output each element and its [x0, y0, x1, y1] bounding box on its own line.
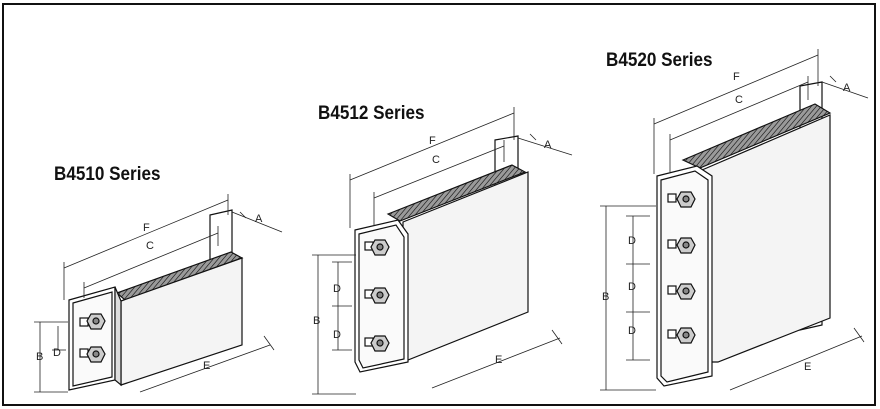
bumper-b4512: [354, 135, 529, 373]
label-e: E: [495, 354, 502, 366]
label-c: C: [735, 94, 743, 106]
ribbed-top: [681, 103, 832, 169]
bolts: [364, 239, 390, 352]
dimensions-b4510: [34, 194, 283, 393]
series-title-b4512: B4512 Series: [318, 103, 425, 124]
bumper-b4520: [656, 81, 832, 387]
dimension-labels-b4512: F C A B D D E: [313, 135, 552, 366]
label-f: F: [143, 222, 150, 234]
label-a: A: [843, 82, 851, 94]
label-f: F: [429, 135, 436, 147]
label-d1: D: [333, 283, 341, 295]
label-b: B: [36, 351, 43, 363]
dimensions-b4512: [312, 107, 573, 395]
dimension-labels-b4520: F C A B D D D E: [602, 71, 851, 373]
bolts: [79, 313, 106, 363]
label-f: F: [733, 71, 740, 83]
label-a: A: [544, 139, 552, 151]
label-d: D: [53, 347, 61, 359]
label-d2: D: [333, 329, 341, 341]
label-d2: D: [628, 281, 636, 293]
label-b: B: [313, 315, 320, 327]
series-title-b4520: B4520 Series: [606, 50, 713, 71]
series-title-b4510: B4510 Series: [54, 164, 161, 185]
label-e: E: [203, 360, 210, 372]
label-c: C: [432, 154, 440, 166]
ribbed-top: [386, 164, 527, 222]
label-a: A: [255, 213, 263, 225]
label-d3: D: [628, 325, 636, 337]
dimensions-b4520: [600, 49, 869, 391]
dimension-labels-b4510: F C A B D E: [36, 213, 263, 372]
bolts: [667, 191, 696, 344]
label-c: C: [146, 240, 154, 252]
label-b: B: [602, 291, 609, 303]
label-e: E: [804, 361, 811, 373]
label-d1: D: [628, 235, 636, 247]
bumper-b4510: [68, 209, 244, 391]
